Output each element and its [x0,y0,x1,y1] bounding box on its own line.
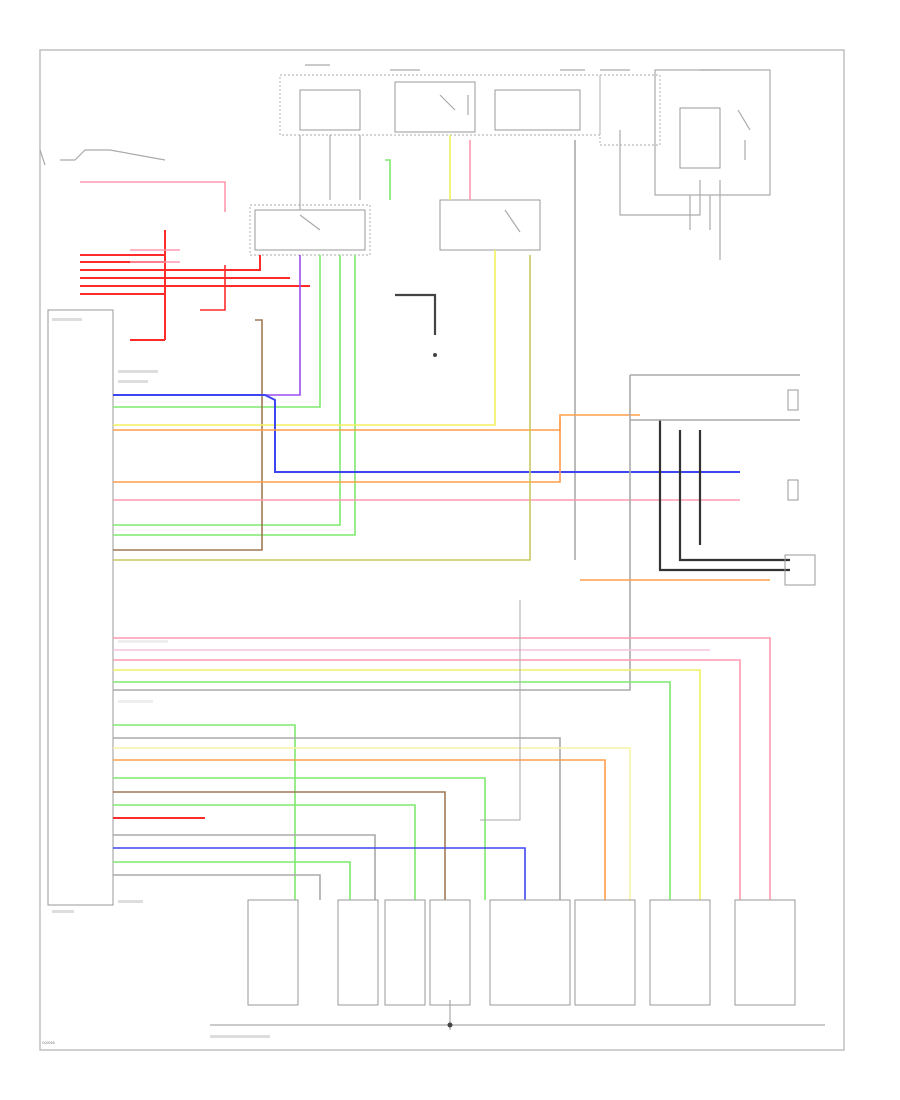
top-fuse-block [279,64,720,136]
right-side-components [784,389,816,586]
ecm-module-box [47,309,114,906]
right-relay-block [599,69,771,260]
left-switch [39,149,166,166]
main-relay-block [249,135,541,256]
diagram-frame [39,49,845,1051]
bottom-sensor-row [210,899,825,1030]
ground-symbol [395,293,437,357]
wire-set [80,135,800,900]
footer-code: G00098 [42,1041,55,1045]
tiny-labels [52,318,270,1038]
